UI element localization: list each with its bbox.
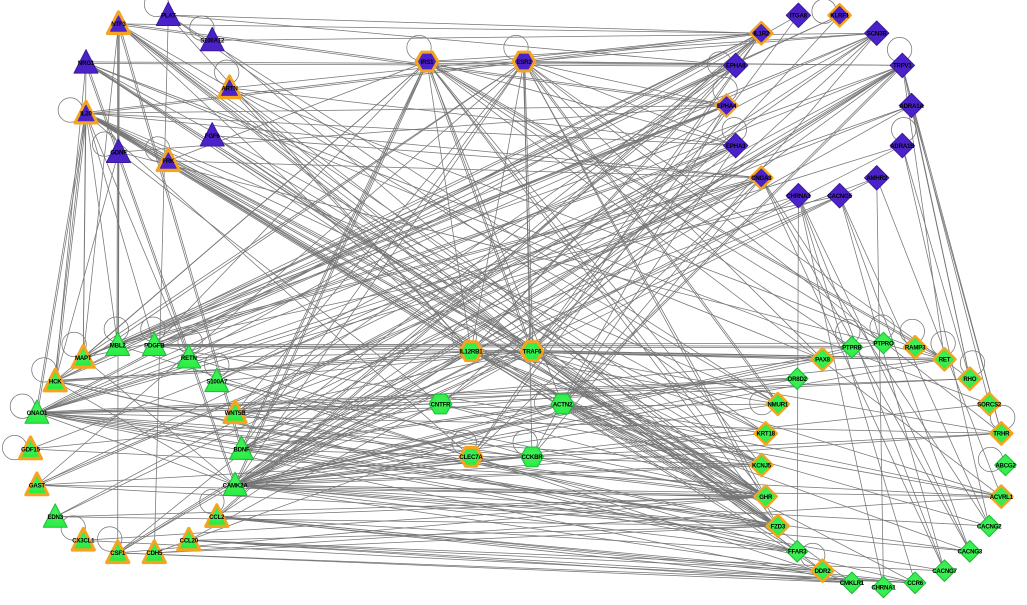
svg-text:PLAT: PLAT: [161, 12, 176, 19]
svg-text:TRAF6: TRAF6: [523, 349, 542, 356]
svg-text:RHO: RHO: [963, 376, 976, 383]
svg-text:PTPRO: PTPRO: [874, 340, 894, 347]
svg-text:EPHA3: EPHA3: [726, 143, 746, 150]
svg-text:ABCG2: ABCG2: [995, 462, 1016, 469]
svg-text:SCN3B: SCN3B: [867, 31, 887, 38]
svg-text:CACNG2: CACNG2: [977, 523, 1002, 530]
svg-text:CCKBR: CCKBR: [521, 454, 543, 461]
svg-text:ACTN2: ACTN2: [553, 401, 573, 408]
svg-text:PAX8: PAX8: [815, 357, 830, 364]
svg-text:ADRA1A: ADRA1A: [899, 103, 924, 110]
svg-text:NTF3: NTF3: [111, 21, 126, 28]
svg-text:RETN: RETN: [181, 355, 197, 362]
svg-text:GAST: GAST: [29, 482, 46, 489]
svg-text:RAMP3: RAMP3: [905, 345, 926, 352]
svg-text:S100A7: S100A7: [206, 379, 228, 386]
svg-text:CNGA3: CNGA3: [751, 175, 772, 182]
svg-text:FFAR3: FFAR3: [788, 549, 807, 556]
svg-text:PDGFB: PDGFB: [144, 342, 165, 349]
svg-text:KCNJ5: KCNJ5: [752, 462, 772, 469]
svg-text:OR8D2: OR8D2: [788, 376, 808, 383]
svg-text:BDNF: BDNF: [233, 446, 250, 453]
svg-text:CSF1: CSF1: [110, 550, 126, 557]
svg-text:CCL20: CCL20: [180, 538, 199, 545]
svg-text:NMUR1: NMUR1: [767, 401, 788, 408]
svg-text:GDNF: GDNF: [110, 149, 127, 156]
svg-text:ARTN: ARTN: [221, 85, 237, 92]
svg-text:FGF6: FGF6: [205, 133, 221, 140]
svg-text:KLRF1: KLRF1: [830, 13, 849, 20]
svg-text:FRK: FRK: [162, 158, 175, 165]
svg-text:IL12RB1: IL12RB1: [460, 349, 484, 356]
svg-text:CAMK2A: CAMK2A: [223, 482, 249, 489]
svg-text:CMKLR1: CMKLR1: [840, 580, 865, 587]
svg-text:GNAO1: GNAO1: [27, 410, 48, 417]
svg-text:SORCS2: SORCS2: [977, 401, 1002, 408]
svg-text:HCK: HCK: [49, 379, 62, 386]
svg-text:GDF15: GDF15: [21, 446, 40, 453]
svg-text:WNT5B: WNT5B: [225, 410, 246, 417]
svg-text:CACNG7: CACNG7: [932, 568, 957, 575]
svg-text:IL20: IL20: [80, 111, 92, 118]
svg-text:CACNG5: CACNG5: [827, 193, 852, 200]
svg-text:CDH5: CDH5: [146, 550, 163, 557]
svg-text:PTPRB: PTPRB: [842, 345, 862, 352]
svg-text:RET: RET: [939, 357, 951, 364]
svg-text:ITGA8: ITGA8: [790, 13, 808, 20]
svg-text:CHRNA3: CHRNA3: [786, 193, 811, 200]
svg-text:CACNG3: CACNG3: [958, 549, 983, 556]
svg-text:EPHA8: EPHA8: [726, 63, 746, 70]
svg-text:NRG1: NRG1: [78, 60, 95, 67]
svg-text:MAPT: MAPT: [75, 355, 92, 362]
svg-text:ACVRL1: ACVRL1: [990, 494, 1014, 501]
svg-text:IL1R2: IL1R2: [753, 31, 769, 38]
svg-text:CCL2: CCL2: [209, 514, 225, 521]
svg-text:KRT18: KRT18: [757, 431, 776, 438]
svg-text:EDN3: EDN3: [47, 514, 63, 521]
svg-text:TRHR: TRHR: [993, 431, 1010, 438]
svg-text:MBL2: MBL2: [110, 342, 127, 349]
svg-text:ADRA1B: ADRA1B: [890, 143, 915, 150]
svg-text:DDR2: DDR2: [815, 568, 832, 575]
svg-text:CNTFR: CNTFR: [431, 401, 451, 408]
svg-text:FZD3: FZD3: [771, 523, 786, 530]
svg-text:CX3CL1: CX3CL1: [72, 538, 95, 545]
svg-text:CCR6: CCR6: [907, 580, 924, 587]
svg-text:EPHA4: EPHA4: [717, 103, 737, 110]
svg-text:TRPV1: TRPV1: [893, 63, 912, 70]
svg-text:S100A12: S100A12: [200, 38, 225, 45]
svg-text:AMHR2: AMHR2: [866, 175, 887, 182]
svg-text:ESR2: ESR2: [516, 59, 532, 66]
svg-text:CHRNA1: CHRNA1: [871, 584, 896, 591]
svg-text:IRS1: IRS1: [421, 59, 435, 66]
svg-text:CLEC7A: CLEC7A: [459, 454, 483, 461]
svg-text:GHR: GHR: [759, 494, 773, 501]
